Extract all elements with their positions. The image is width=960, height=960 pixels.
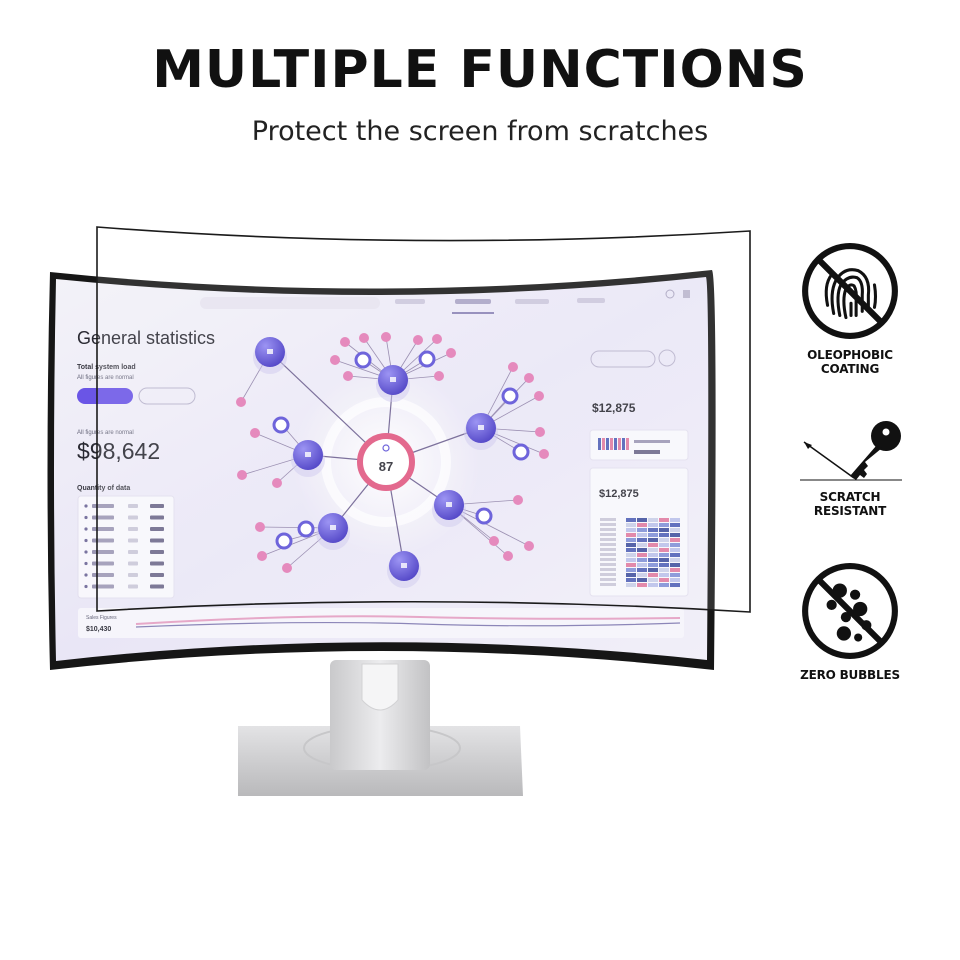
network-node bbox=[534, 391, 544, 401]
screen-list-heading: Quantity of data bbox=[77, 485, 130, 492]
network-node bbox=[413, 335, 423, 345]
network-node bbox=[359, 333, 369, 343]
network-node bbox=[297, 520, 315, 538]
page-subtitle: Protect the screen from scratches bbox=[251, 116, 709, 147]
network-node bbox=[330, 355, 340, 365]
network-node bbox=[272, 478, 282, 488]
screen-heading: General statistics bbox=[77, 328, 215, 348]
network-node bbox=[255, 522, 265, 532]
network-node bbox=[432, 334, 442, 344]
network-node bbox=[354, 351, 372, 369]
network-node bbox=[539, 449, 549, 459]
network-node bbox=[489, 536, 499, 546]
feature-scratch: SCRATCH RESISTANT bbox=[785, 412, 915, 518]
network-node bbox=[535, 427, 545, 437]
bubbles-crossed-icon bbox=[802, 563, 898, 659]
network-node bbox=[340, 337, 350, 347]
network-node bbox=[236, 397, 246, 407]
network-node bbox=[434, 371, 444, 381]
fingerprint-crossed-icon bbox=[802, 243, 898, 339]
screen-sub-note: All figures are normal bbox=[77, 375, 134, 381]
network-node bbox=[282, 563, 292, 573]
network-node bbox=[475, 507, 493, 525]
feature-label: OLEOPHOBIC COATING bbox=[807, 348, 893, 376]
feature-oleophobic: OLEOPHOBIC COATING bbox=[785, 240, 915, 376]
screen-big-label: All figures are normal bbox=[77, 430, 134, 436]
network-node bbox=[524, 373, 534, 383]
network-node bbox=[512, 443, 530, 461]
feature-label: ZERO BUBBLES bbox=[800, 668, 900, 682]
screen-pill-button bbox=[77, 388, 133, 404]
dashboard-content: General statistics Total system load All… bbox=[77, 289, 690, 638]
network-node bbox=[257, 551, 267, 561]
network-node bbox=[524, 541, 534, 551]
feature-label: SCRATCH RESISTANT bbox=[813, 490, 887, 518]
network-node bbox=[418, 350, 436, 368]
screen-sub-label: Total system load bbox=[77, 364, 136, 371]
right-value-1: $12,875 bbox=[592, 401, 636, 415]
bottom-label: Sales Figures bbox=[86, 615, 117, 621]
network-node bbox=[446, 348, 456, 358]
network-node bbox=[343, 371, 353, 381]
network-node bbox=[381, 332, 391, 342]
network-node bbox=[508, 362, 518, 372]
right-value-2: $12,875 bbox=[599, 488, 639, 500]
network-node bbox=[250, 428, 260, 438]
network-node bbox=[501, 387, 519, 405]
monitor-stand bbox=[238, 660, 523, 796]
page-title: MULTIPLE FUNCTIONS bbox=[152, 40, 808, 100]
screen-outline-button bbox=[138, 387, 196, 405]
network-node bbox=[513, 495, 523, 505]
network-node bbox=[503, 551, 513, 561]
feature-bubbles: ZERO BUBBLES bbox=[785, 560, 915, 682]
network-node bbox=[272, 416, 290, 434]
network-node bbox=[237, 470, 247, 480]
center-value: 87 bbox=[379, 459, 393, 474]
bottom-value: $10,430 bbox=[86, 626, 111, 633]
screen-big-value: $98,642 bbox=[77, 438, 160, 464]
protective-film bbox=[96, 226, 751, 613]
key-scratch-icon bbox=[800, 421, 902, 481]
network-node bbox=[275, 532, 293, 550]
